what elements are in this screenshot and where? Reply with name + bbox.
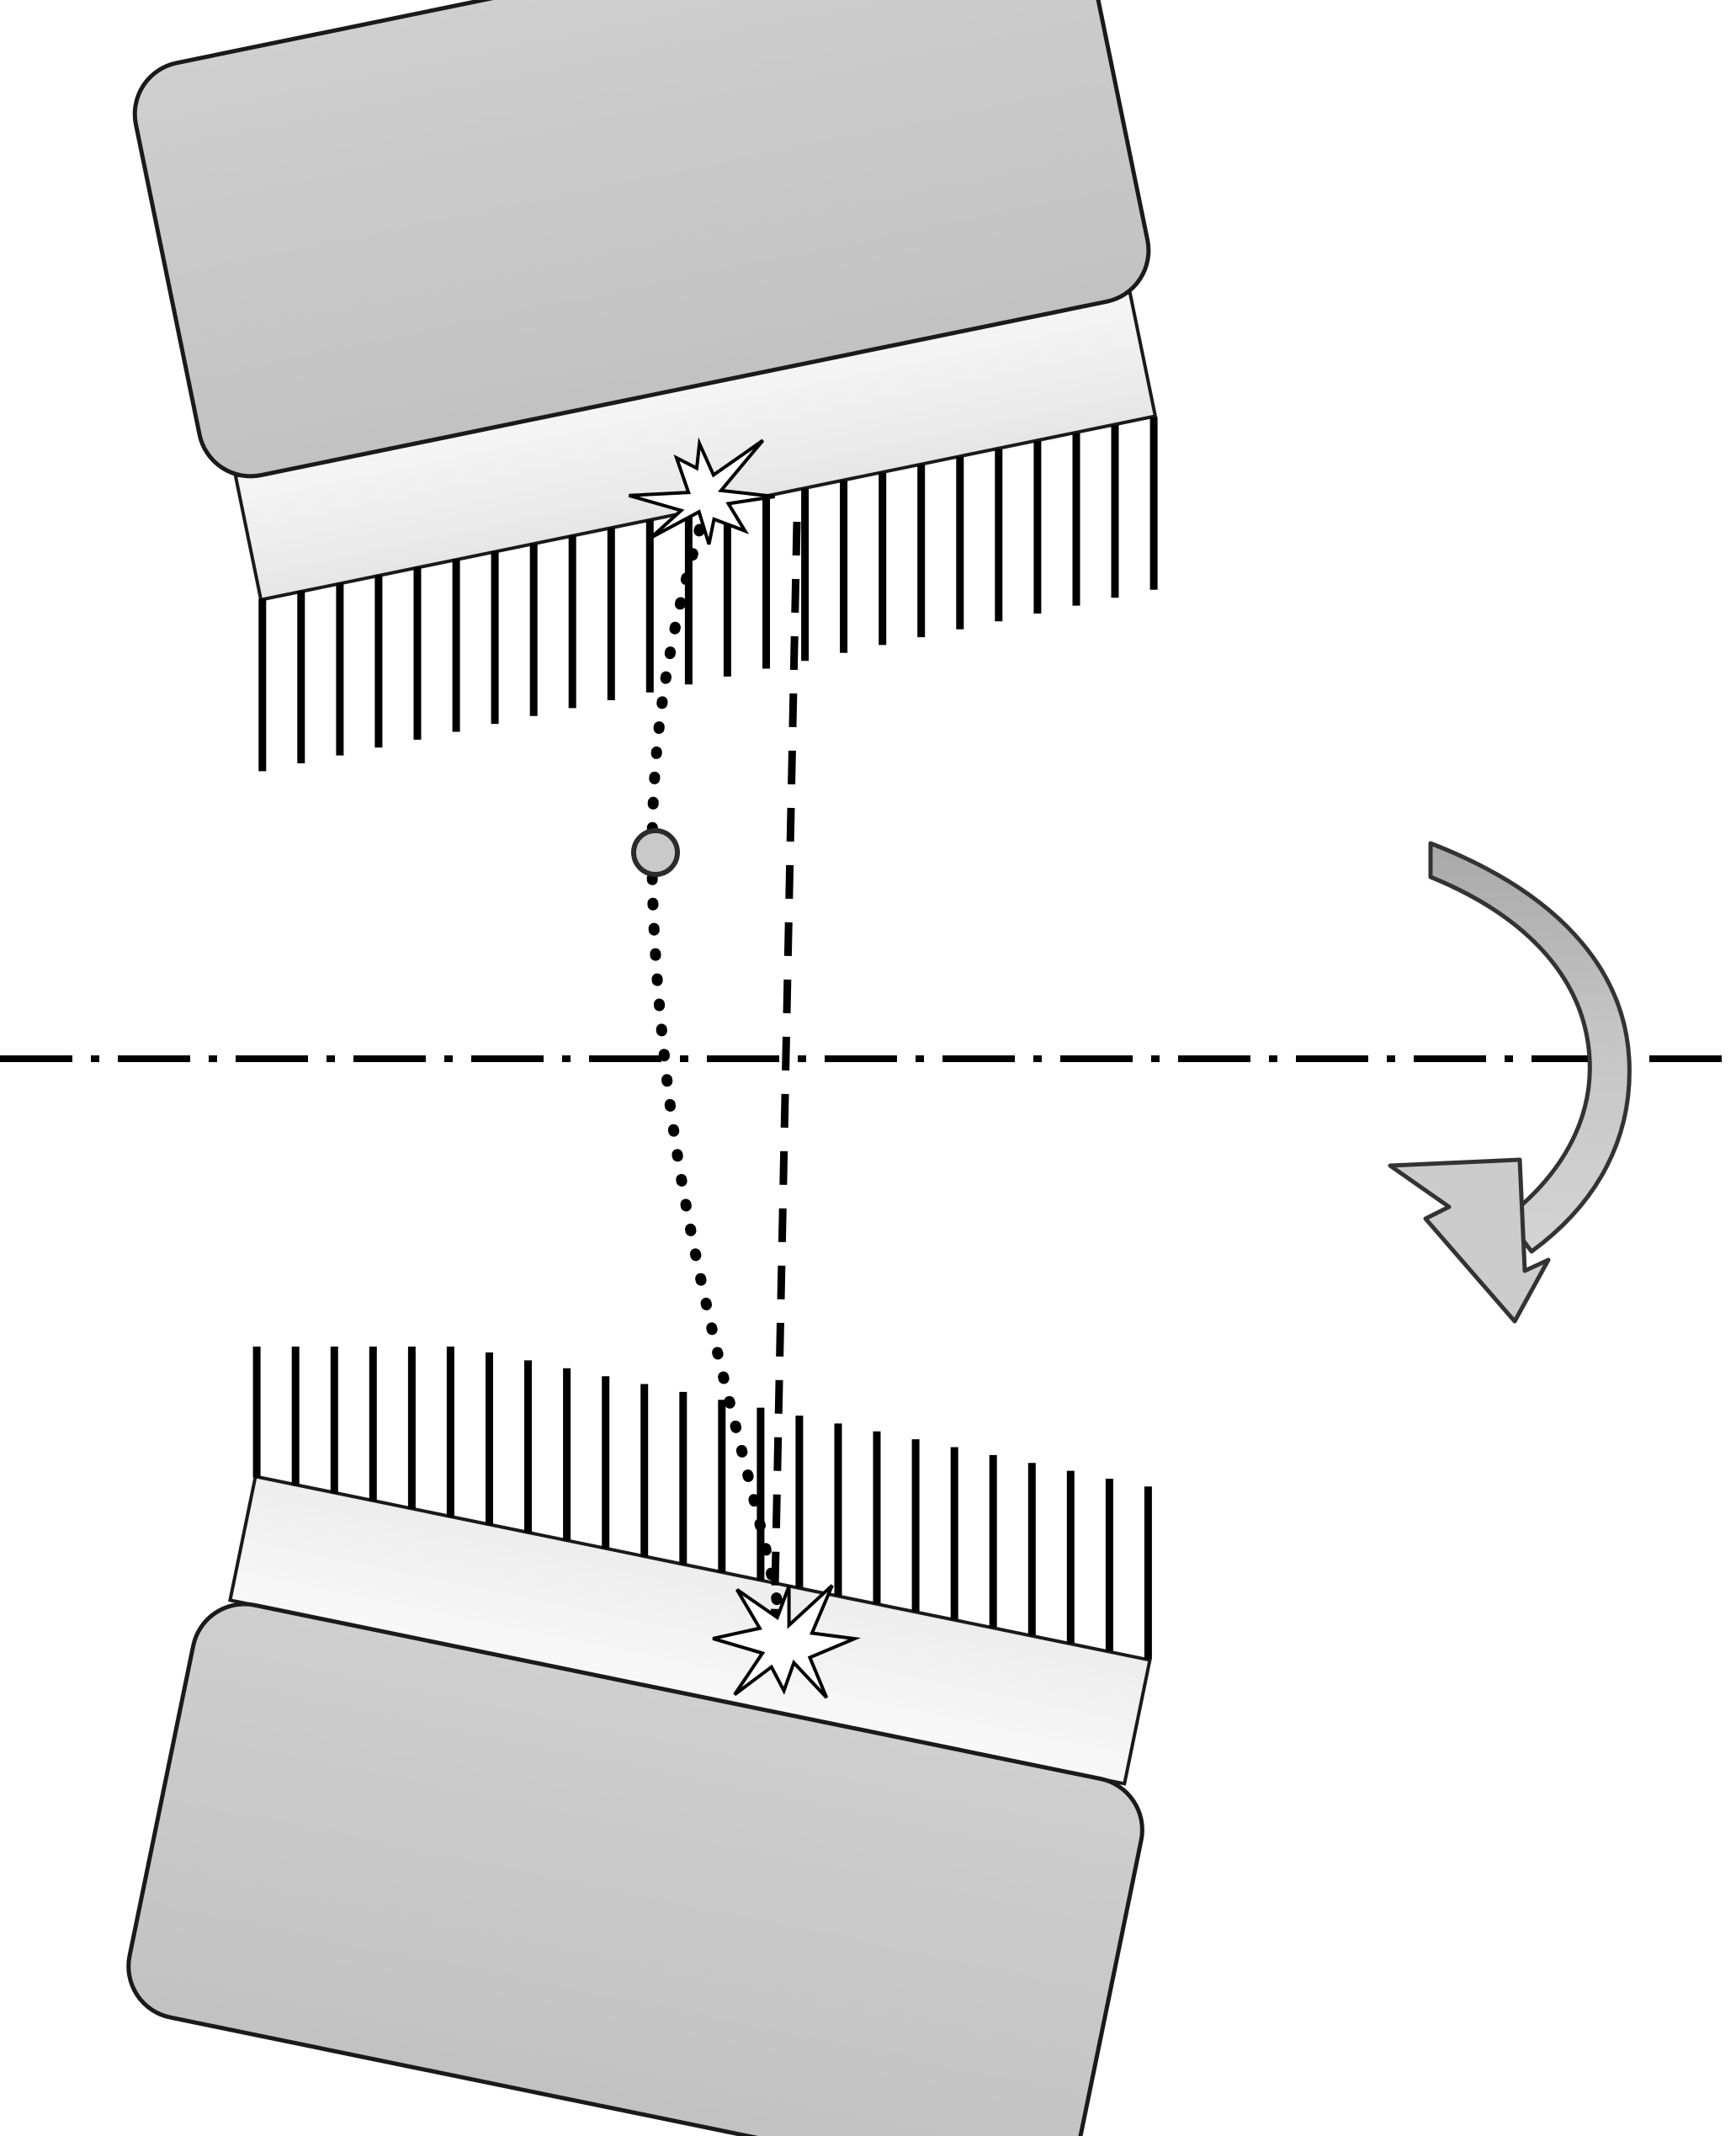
lower-brush-assembly[interactable]: [119, 1305, 1152, 2136]
lower-housing-body[interactable]: [119, 1595, 1152, 2136]
pivot-marker[interactable]: [631, 828, 680, 877]
lower-impact-starburst: [712, 1584, 862, 1699]
deflected-bristle-path: [646, 499, 790, 1645]
upper-impact-starburst: [628, 437, 775, 545]
rotation-arrow-head: [1388, 1157, 1551, 1324]
rotation-direction-arrow[interactable]: [1388, 841, 1632, 1324]
upper-brush-assembly[interactable]: [125, 0, 1158, 772]
rotation-arc-body: [1428, 841, 1632, 1254]
lower-bristle-group: [252, 1347, 1152, 1660]
upper-bristle-group: [258, 417, 1158, 772]
upper-housing-body[interactable]: [125, 0, 1158, 486]
nominal-vertical-reference-line: [770, 521, 801, 1629]
